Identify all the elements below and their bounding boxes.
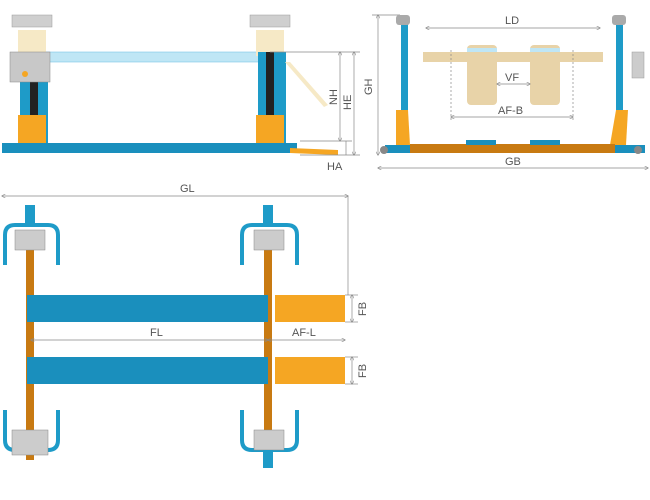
control-box: [631, 51, 645, 79]
control-box: [11, 429, 49, 456]
fb-bottom-label: FB: [357, 364, 369, 378]
gb-label: GB: [505, 156, 521, 168]
gh-label: GH: [363, 78, 375, 95]
vf-label: VF: [505, 72, 519, 84]
runway-top: [27, 295, 268, 322]
right-column: [616, 22, 623, 152]
af-b-label: AF-B: [498, 105, 523, 117]
fl-label: FL: [150, 327, 163, 339]
column-top-right: [240, 205, 299, 265]
gl-label: GL: [180, 183, 195, 195]
fb-top-label: FB: [357, 302, 369, 316]
runway-extension-bottom: [275, 357, 345, 384]
raised-runway: [29, 51, 271, 63]
plan-view: GL FL AF-L: [2, 183, 369, 468]
runway-extension-top: [275, 295, 345, 322]
ha-label: HA: [327, 161, 343, 173]
af-l-label: AF-L: [292, 327, 316, 339]
left-column: [401, 22, 408, 152]
runway-bottom: [27, 357, 268, 384]
control-box: [9, 51, 51, 83]
front-view: GH LD VF AF-B GB: [363, 15, 648, 168]
he-label: HE: [342, 95, 354, 110]
column-bottom-right: [240, 410, 299, 468]
base-runway: [2, 143, 297, 153]
vehicle-tires: [467, 45, 560, 105]
left-column: [9, 14, 53, 145]
side-view: NH HE HA: [2, 14, 360, 173]
column-bottom-left: [3, 410, 60, 456]
ramp: [290, 148, 338, 155]
ld-label: LD: [505, 15, 519, 27]
right-column: [249, 14, 328, 145]
column-top-left: [3, 205, 60, 265]
nh-label: NH: [328, 89, 340, 105]
base-beam: [410, 144, 615, 153]
